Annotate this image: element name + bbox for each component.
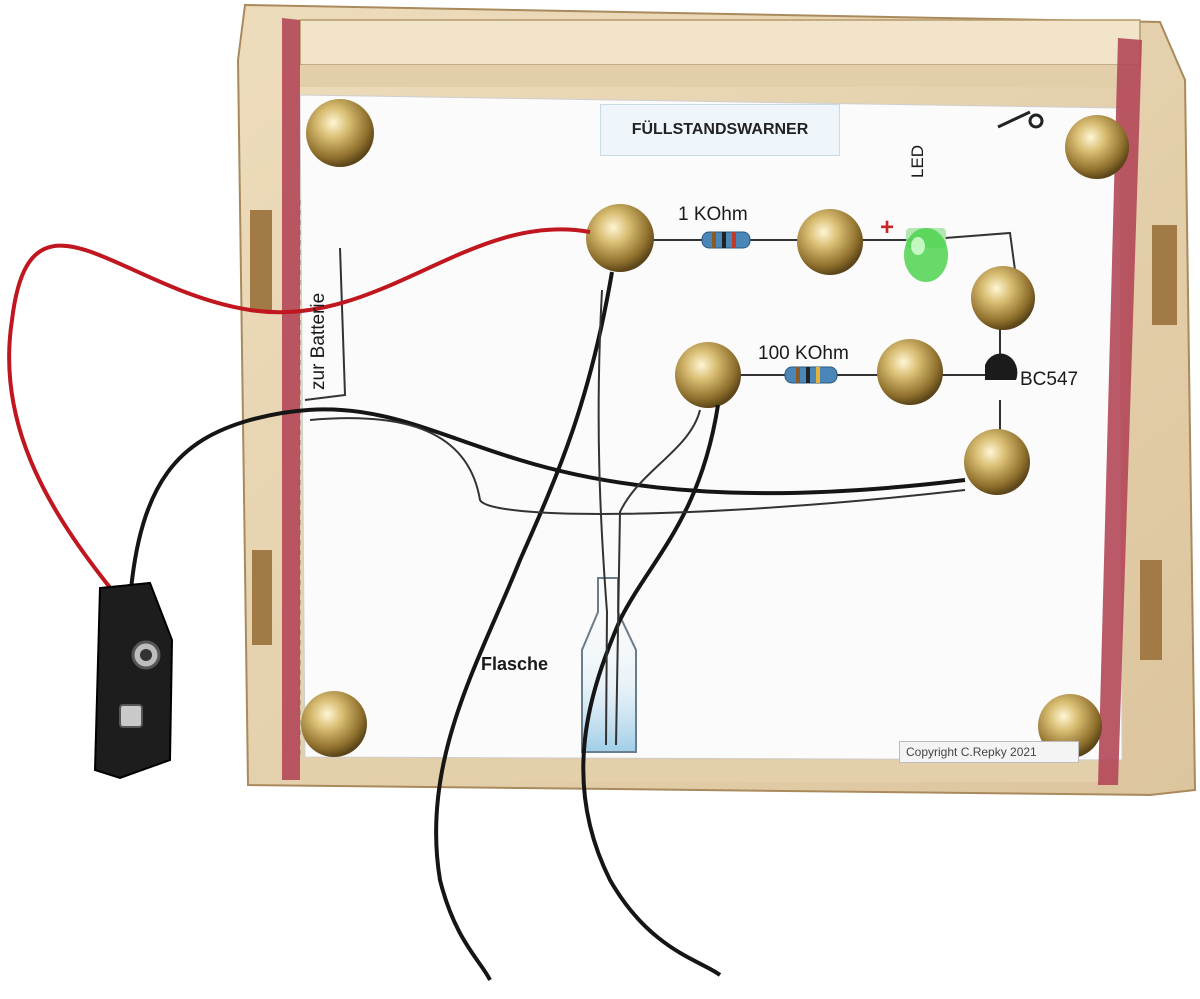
transistor-icon <box>985 353 1018 380</box>
brass-pin-icon <box>1065 115 1129 179</box>
rubber-band-right <box>1098 38 1142 785</box>
battery-clip-icon <box>93 581 174 780</box>
resistor-icon <box>701 231 751 249</box>
brass-pin-icon <box>586 204 654 272</box>
resistor-icon <box>784 366 838 384</box>
battery-label: zur Batterie <box>308 292 329 390</box>
page-title: FÜLLSTANDSWARNER <box>600 104 840 156</box>
resistor-2-label: 100 KOhm <box>758 343 849 364</box>
thin-wires <box>309 289 966 746</box>
led-polarity-label: + <box>880 214 895 241</box>
led-label: LED <box>908 144 927 178</box>
brass-pin-icon <box>964 429 1030 495</box>
copyright-label: Copyright C.Repky 2021 <box>899 741 1079 763</box>
brass-pin-icon <box>675 342 741 408</box>
red-wire <box>7 227 591 602</box>
scissors-icon <box>997 110 1044 129</box>
black-wires <box>128 271 966 981</box>
brass-pin-icon <box>797 209 863 275</box>
bottle-label: Flasche <box>481 654 549 674</box>
transistor-label: BC547 <box>1020 369 1079 390</box>
brass-pin-icon <box>971 266 1035 330</box>
resistor-1-label: 1 KOhm <box>678 204 748 225</box>
rubber-band-left <box>282 18 300 780</box>
brass-pin-icon <box>877 339 943 405</box>
brass-pin-icon <box>301 691 367 757</box>
brass-pin-icon <box>306 99 374 167</box>
led-icon <box>904 228 948 282</box>
